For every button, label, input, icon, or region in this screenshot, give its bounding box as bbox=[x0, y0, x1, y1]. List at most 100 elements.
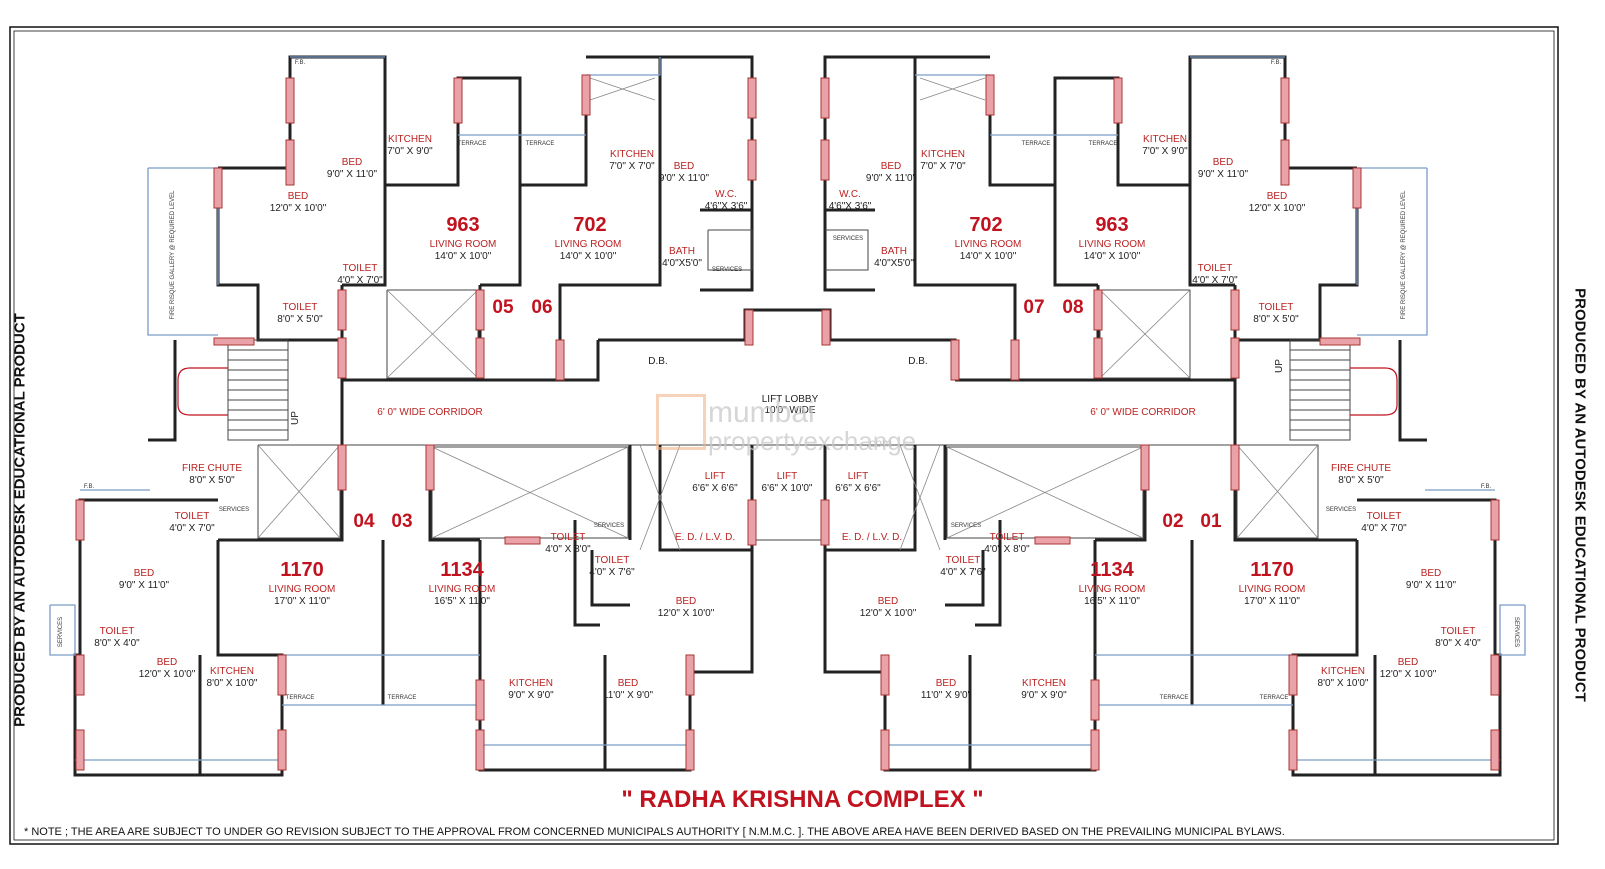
label-up-left: UP bbox=[290, 411, 301, 425]
label-kitchen-tl1: KITCHEN bbox=[388, 134, 432, 145]
label-toilet-bl1: TOILET bbox=[175, 511, 210, 522]
label-kitchen-br2: KITCHEN bbox=[1022, 678, 1066, 689]
label-bed-bl2: BED bbox=[157, 657, 178, 668]
label-wc-left: W.C. bbox=[715, 189, 737, 200]
label-toilet-tr2: TOILET bbox=[1259, 302, 1294, 313]
dim-toilet-bl3: 4'0" X 8'0" bbox=[545, 544, 591, 555]
label-wc-right: W.C. bbox=[839, 189, 861, 200]
dim-bed-tl1: 9'0" X 11'0" bbox=[327, 169, 378, 180]
label-bed-tl3: BED bbox=[674, 161, 695, 172]
label-bed-br4: BED bbox=[936, 678, 957, 689]
dim-wc-right: 4'6"X 3'6" bbox=[829, 201, 872, 212]
label-services-tl: SERVICES bbox=[712, 267, 742, 273]
label-services-tr: SERVICES bbox=[833, 236, 863, 242]
watermark-line1: mumbai bbox=[708, 396, 815, 429]
dim-kitchen-tl2: 7'0" X 7'0" bbox=[609, 161, 655, 172]
dim-kitchen-tr2: 7'0" X 7'0" bbox=[920, 161, 966, 172]
label-toilet-tl2: TOILET bbox=[283, 302, 318, 313]
dim-wc-left: 4'6"X 3'6" bbox=[705, 201, 748, 212]
label-living-1170-right: LIVING ROOM bbox=[1239, 584, 1306, 595]
dim-toilet-br4: 4'0" X 7'6" bbox=[940, 567, 986, 578]
label-lift-1: LIFT bbox=[705, 471, 726, 482]
label-bed-br2: BED bbox=[1398, 657, 1419, 668]
dim-toilet-tl2: 8'0" X 5'0" bbox=[277, 314, 323, 325]
dim-bed-tr3: 9'0" X 11'0" bbox=[866, 173, 917, 184]
label-toilet-bl3: TOILET bbox=[551, 532, 586, 543]
dim-bed-tr1: 9'0" X 11'0" bbox=[1198, 169, 1249, 180]
label-living-702-right: LIVING ROOM bbox=[955, 239, 1022, 250]
dim-toilet-bl1: 4'0" X 7'0" bbox=[169, 523, 215, 534]
dim-lift-lobby: 10'0" WIDE bbox=[764, 405, 815, 416]
area-1134-right: 1134 bbox=[1090, 559, 1134, 581]
flat-number-06: 06 bbox=[531, 297, 552, 318]
label-living-702-left: LIVING ROOM bbox=[555, 239, 622, 250]
core bbox=[148, 339, 1427, 552]
wing-bottom-left bbox=[49, 445, 754, 777]
dim-bath-left: 4'0"X5'0" bbox=[662, 258, 702, 269]
autodesk-stamp-right: PRODUCED BY AN AUTODESK EDUCATIONAL PROD… bbox=[1571, 288, 1589, 702]
label-services-br3: SERVICES bbox=[1513, 617, 1519, 647]
label-db-right: D.B. bbox=[908, 356, 927, 367]
dim-kitchen-bl1: 8'0" X 10'0" bbox=[207, 678, 258, 689]
watermark-logo bbox=[656, 394, 706, 450]
dim-living-1170-right: 17'0" X 11'0" bbox=[1244, 596, 1300, 607]
dim-living-1170-left: 17'0" X 11'0" bbox=[274, 596, 330, 607]
dim-living-702-right: 14'0" X 10'0" bbox=[960, 251, 1017, 262]
dim-bed-br1: 9'0" X 11'0" bbox=[1406, 580, 1457, 591]
flat-number-04: 04 bbox=[353, 511, 375, 532]
label-kitchen-br1: KITCHEN bbox=[1321, 666, 1365, 677]
flat-number-02: 02 bbox=[1162, 511, 1183, 532]
label-services-br: SERVICES bbox=[1326, 507, 1356, 513]
label-services-bl2: SERVICES bbox=[594, 523, 624, 529]
label-living-1170-left: LIVING ROOM bbox=[269, 584, 336, 595]
label-bed-tr1: BED bbox=[1213, 157, 1234, 168]
dim-living-963-left: 14'0" X 10'0" bbox=[435, 251, 492, 262]
label-bath-right: BATH bbox=[881, 246, 907, 257]
dim-living-963-right: 14'0" X 10'0" bbox=[1084, 251, 1141, 262]
dim-toilet-bl4: 4'0" X 7'6" bbox=[589, 567, 635, 578]
label-bed-tr3: BED bbox=[881, 161, 902, 172]
label-fire-gallery-left: FIRE RISQUE GALLERY @ REQUIRED LEVEL bbox=[170, 190, 176, 320]
label-db-left: D.B. bbox=[648, 356, 667, 367]
dim-bed-tl3: 9'0" X 11'0" bbox=[659, 173, 710, 184]
label-terrace-br2: TERRACE bbox=[1260, 695, 1289, 701]
label-fire-chute-left: FIRE CHUTE bbox=[182, 463, 242, 474]
label-bed-tl2: BED bbox=[288, 191, 309, 202]
dim-kitchen-br2: 9'0" X 9'0" bbox=[1021, 690, 1067, 701]
label-kitchen-tr1: KITCHEN bbox=[1143, 134, 1187, 145]
watermark-line2: propertyexchange bbox=[708, 426, 917, 456]
label-terrace-bl2: TERRACE bbox=[388, 695, 417, 701]
flat-number-01: 01 bbox=[1200, 511, 1222, 532]
label-fire-gallery-right: FIRE RISQUE GALLERY @ REQUIRED LEVEL bbox=[1401, 190, 1407, 320]
label-corridor-left: 6' 0" WIDE CORRIDOR bbox=[377, 407, 482, 418]
area-702-left: 702 bbox=[573, 214, 606, 236]
label-services-bl: SERVICES bbox=[219, 507, 249, 513]
label-bed-bl4: BED bbox=[618, 678, 639, 689]
dim-living-702-left: 14'0" X 10'0" bbox=[560, 251, 617, 262]
area-702-right: 702 bbox=[969, 214, 1002, 236]
area-1134-left: 1134 bbox=[440, 559, 484, 581]
label-lift-lobby: LIFT LOBBY bbox=[762, 394, 819, 405]
label-terrace-tl2: TERRACE bbox=[526, 141, 555, 147]
dim-fire-chute-right: 8'0" X 5'0" bbox=[1338, 475, 1384, 486]
label-services-bl3: SERVICES bbox=[58, 617, 64, 647]
dim-toilet-tr1: 4'0" X 7'0" bbox=[1192, 275, 1238, 286]
area-963-right: 963 bbox=[1095, 214, 1128, 236]
dim-lift-3: 6'6" X 6'6" bbox=[835, 483, 881, 494]
wing-bottom-right bbox=[823, 445, 1526, 777]
label-fb-br: F.B. bbox=[1481, 484, 1492, 490]
label-living-1134-left: LIVING ROOM bbox=[429, 584, 496, 595]
label-toilet-br2: TOILET bbox=[1441, 626, 1476, 637]
dim-bath-right: 4'0"X5'0" bbox=[874, 258, 914, 269]
label-bed-br3: BED bbox=[878, 596, 899, 607]
flat-number-03: 03 bbox=[391, 511, 412, 532]
area-1170-left: 1170 bbox=[280, 559, 323, 581]
plan-title: " RADHA KRISHNA COMPLEX " bbox=[621, 786, 984, 813]
dim-lift-1: 6'6" X 6'6" bbox=[692, 483, 738, 494]
label-terrace-bl1: TERRACE bbox=[286, 695, 315, 701]
staircase-left bbox=[177, 339, 289, 441]
label-fb-tr: F.B. bbox=[1271, 60, 1282, 66]
label-terrace-br1: TERRACE bbox=[1160, 695, 1189, 701]
dim-kitchen-tl1: 7'0" X 9'0" bbox=[387, 146, 433, 157]
